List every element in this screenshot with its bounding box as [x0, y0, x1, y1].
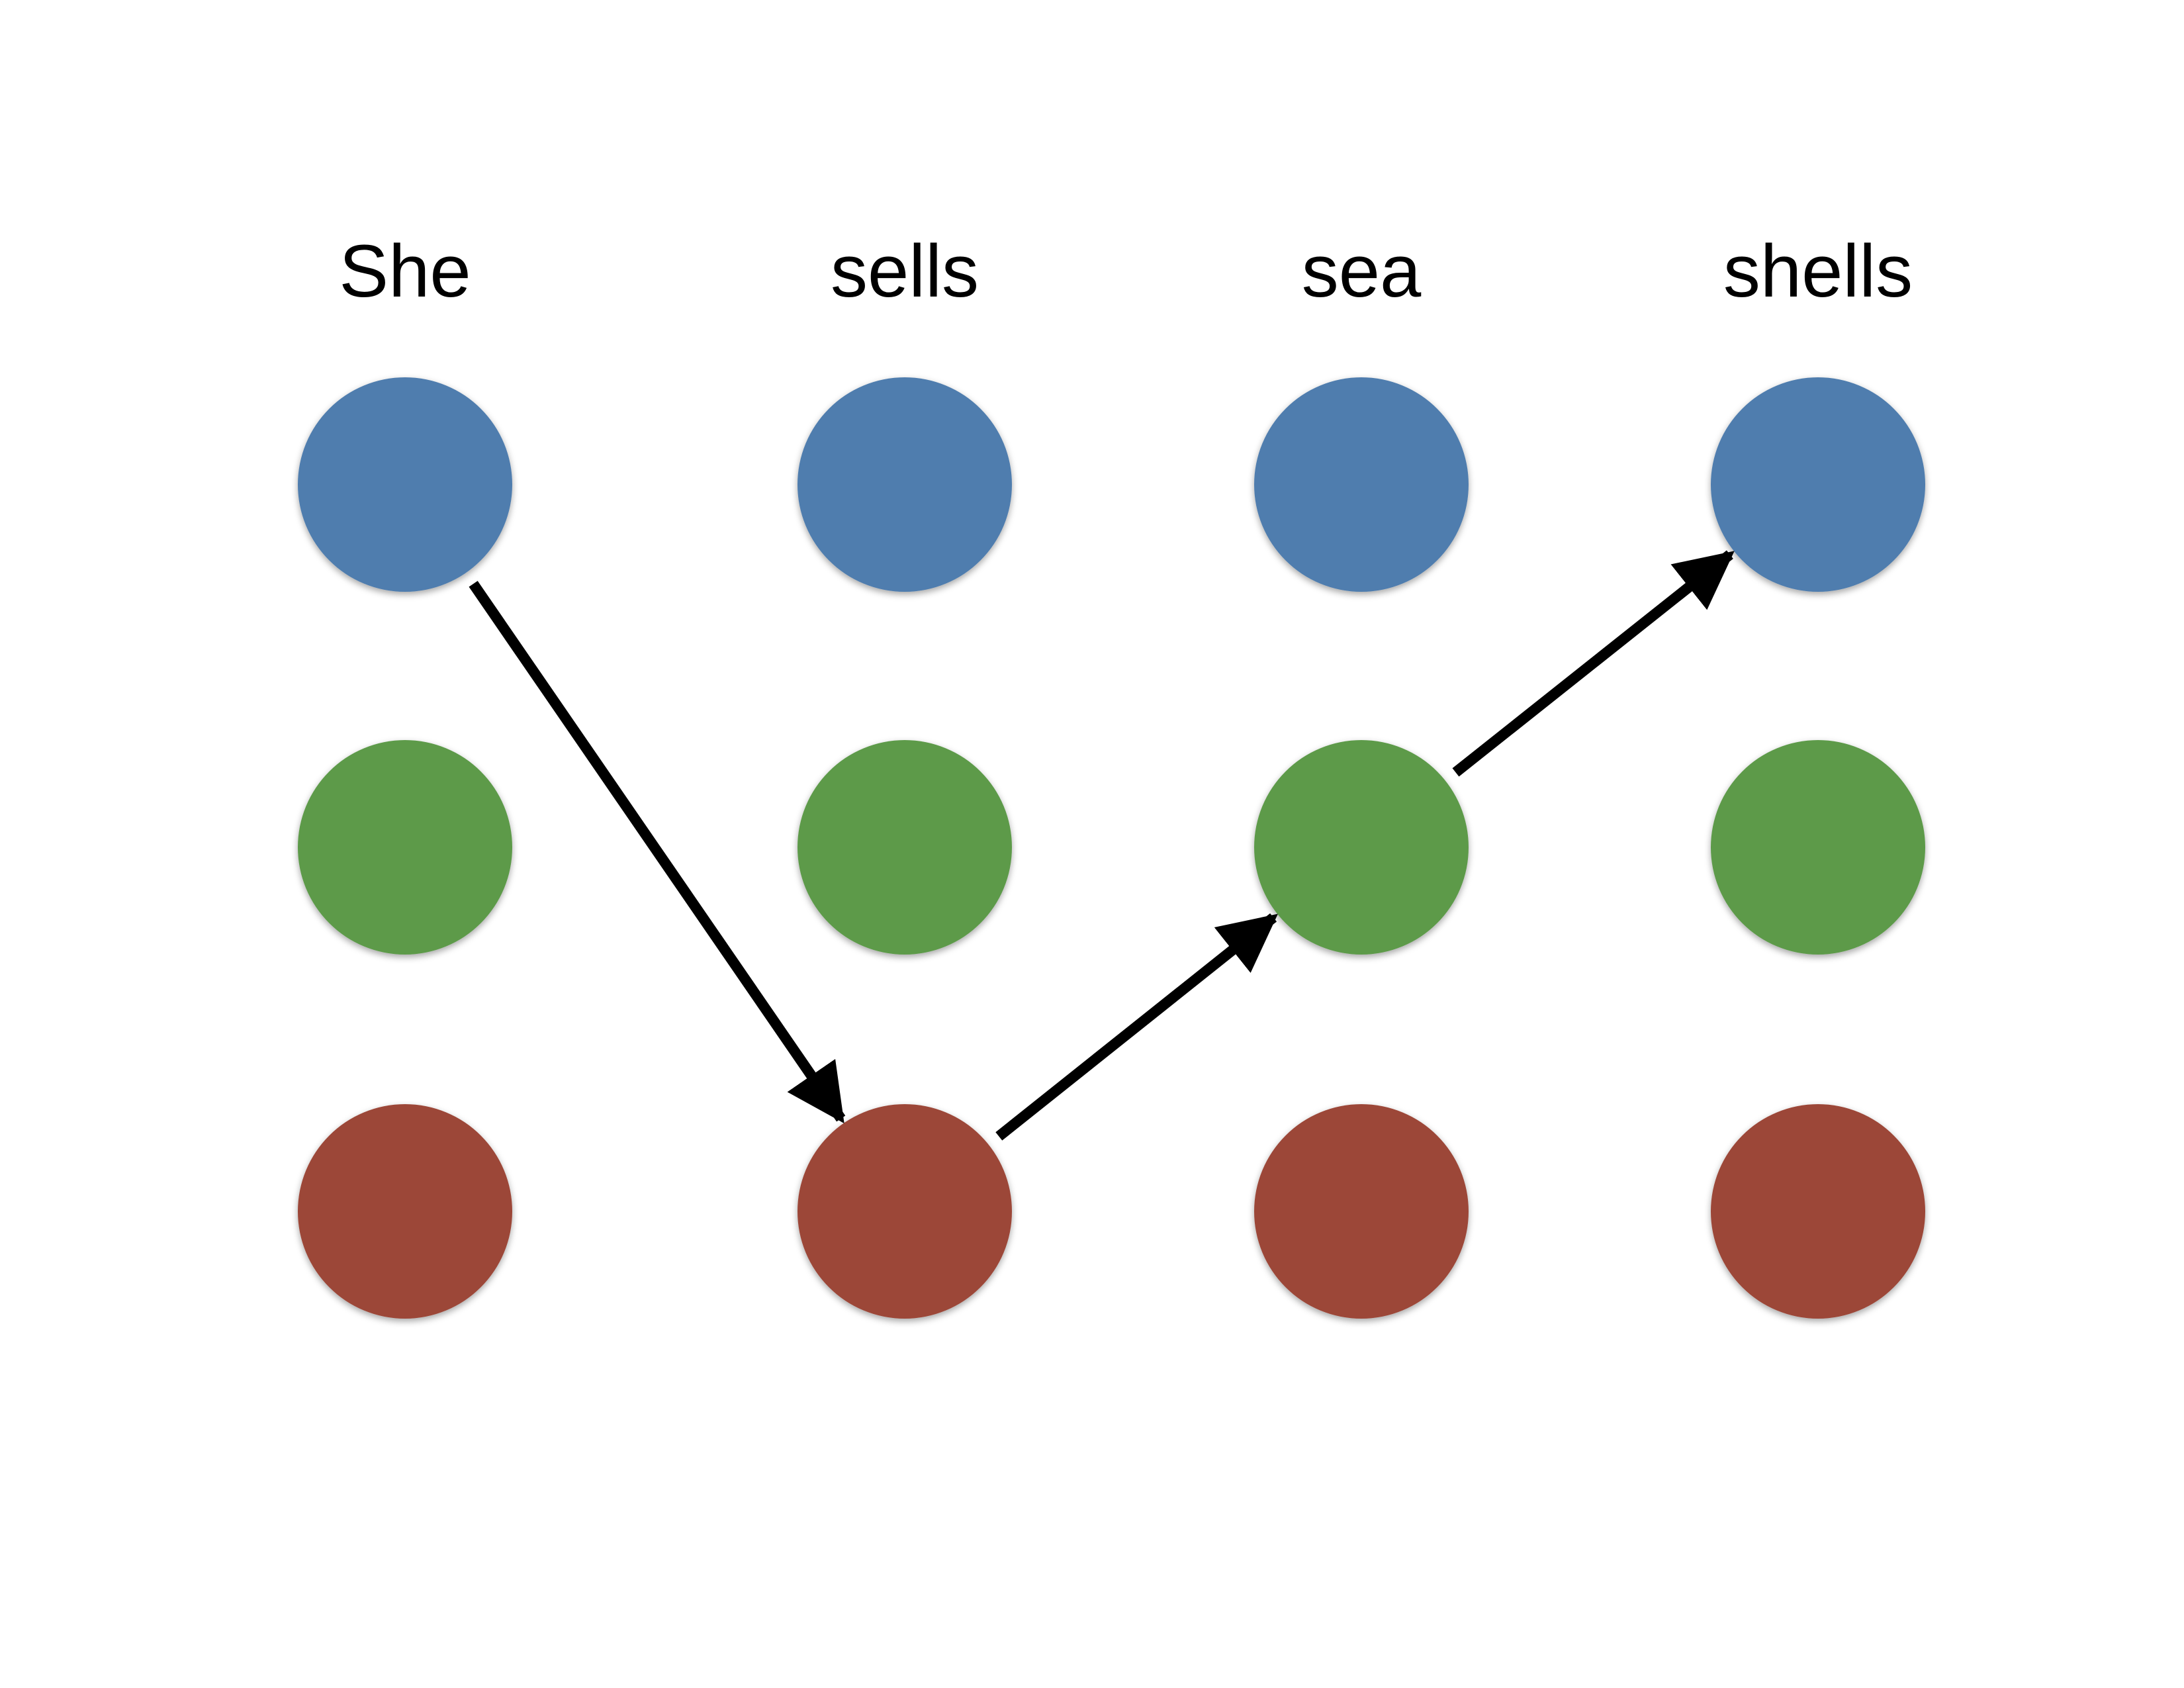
state-node-sea-red [1254, 1104, 1469, 1319]
transition-arrow-sea-to-shells [1452, 550, 1735, 777]
state-node-sea-green [1254, 740, 1469, 955]
word-labels: She sells sea shells [339, 230, 1913, 312]
word-label-sea: sea [1302, 230, 1422, 312]
transition-arrows [469, 550, 1735, 1141]
word-label-sells: sells [831, 230, 979, 312]
state-node-she-blue [298, 377, 512, 592]
word-label-shells: shells [1723, 230, 1913, 312]
state-node-she-red [298, 1104, 512, 1319]
state-node-shells-red [1711, 1104, 1925, 1319]
state-node-shells-blue [1711, 377, 1925, 592]
word-label-she: She [339, 230, 471, 312]
state-node-shells-green [1711, 740, 1925, 955]
transition-arrow-sells-to-sea [995, 913, 1278, 1141]
state-node-she-green [298, 740, 512, 955]
state-node-sells-red [797, 1104, 1012, 1319]
state-node-sells-blue [797, 377, 1012, 592]
state-node-sells-green [797, 740, 1012, 955]
state-nodes [298, 377, 1925, 1319]
state-node-sea-blue [1254, 377, 1469, 592]
transition-arrow-she-to-sells [469, 581, 846, 1124]
